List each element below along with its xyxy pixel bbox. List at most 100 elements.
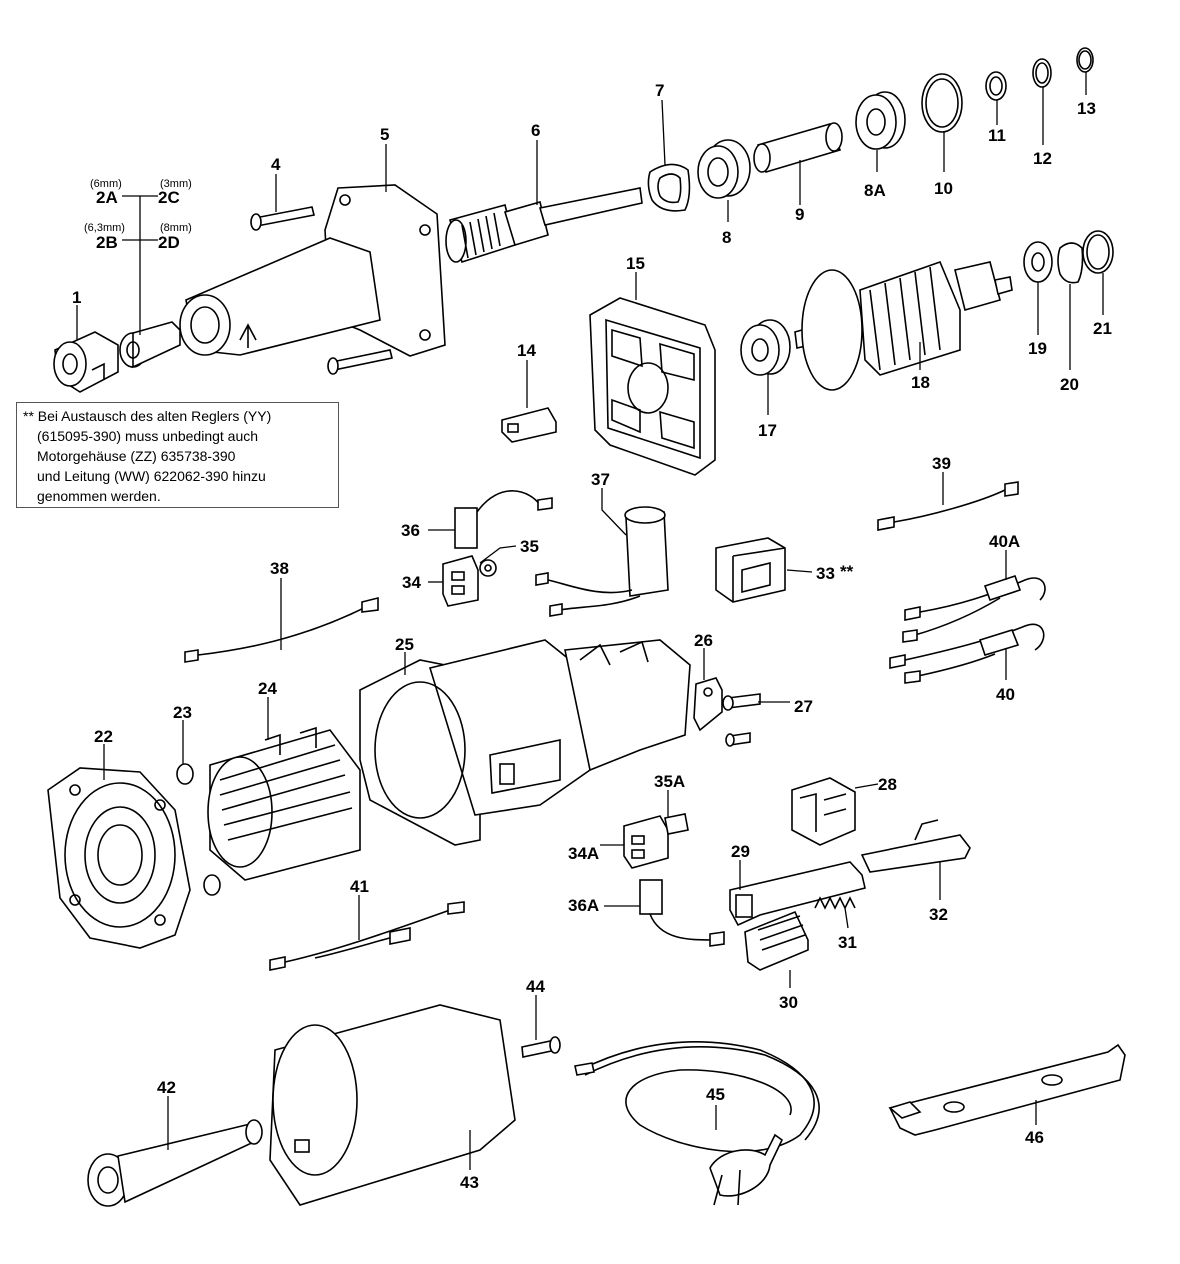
note-line-2: (615095-390) muss unbedingt auch (37, 428, 259, 444)
part-15-fan-baffle[interactable] (589, 297, 716, 476)
part-labels: (6mm) (3mm) (6,3mm) (8mm) 2A 2C 2B 2D 1 … (72, 81, 1112, 1192)
label-32: 32 (929, 905, 948, 924)
part-13-ring[interactable] (1076, 47, 1094, 73)
part-12-ring[interactable] (1032, 58, 1052, 88)
part-20-wave-washer[interactable] (1057, 242, 1084, 284)
part-43-cover[interactable] (269, 1004, 516, 1206)
label-12: 12 (1033, 149, 1052, 168)
part-45-power-cord[interactable] (574, 1041, 820, 1206)
part-29-actuator[interactable] (729, 861, 866, 927)
part-8-bearing[interactable] (697, 139, 751, 199)
label-23: 23 (173, 703, 192, 722)
label-6: 6 (531, 121, 540, 140)
note-line-1: ** Bei Austausch des alten Reglers (YY) (23, 408, 272, 424)
part-2-collet[interactable] (119, 321, 181, 369)
part-39-wire[interactable] (877, 481, 1019, 531)
part-40-wire[interactable] (889, 623, 1045, 684)
label-20: 20 (1060, 375, 1079, 394)
label-24: 24 (258, 679, 277, 698)
part-32-slider[interactable] (860, 819, 971, 873)
part-10-circlip[interactable] (921, 73, 963, 133)
label-41: 41 (350, 877, 369, 896)
size-2B: (6,3mm) (84, 222, 125, 234)
label-8: 8 (722, 228, 731, 247)
part-5-gear-housing[interactable] (179, 184, 446, 357)
label-11: 11 (988, 126, 1006, 145)
collet-bracket (122, 195, 158, 335)
part-9-sleeve[interactable] (753, 122, 843, 173)
label-17: 17 (758, 421, 777, 440)
part-30-switch-button[interactable] (744, 910, 809, 971)
label-35: 35 (520, 537, 539, 556)
label-28: 28 (878, 775, 897, 794)
label-34A: 34A (568, 844, 599, 863)
label-43: 43 (460, 1173, 479, 1192)
part-31-spring[interactable] (814, 896, 856, 910)
part-6-spindle[interactable] (445, 187, 643, 264)
label-27: 27 (794, 697, 813, 716)
label-38: 38 (270, 559, 289, 578)
label-2C: 2C (158, 188, 180, 207)
part-14-connector[interactable] (501, 407, 557, 443)
label-37: 37 (591, 470, 610, 489)
part-24-stator[interactable] (207, 726, 361, 881)
part-22-front-flange[interactable] (47, 767, 191, 949)
label-45: 45 (706, 1085, 725, 1104)
label-33: 33 (816, 564, 835, 583)
part-27-screws[interactable] (722, 693, 761, 747)
part-41-wire[interactable] (269, 901, 465, 971)
part-19-bearing[interactable] (1023, 241, 1053, 283)
label-13: 13 (1077, 99, 1096, 118)
part-44-screw[interactable] (521, 1036, 561, 1058)
note-line-3: Motorgehäuse (ZZ) 635738-390 (37, 448, 236, 464)
part-37-capacitor[interactable] (535, 506, 669, 617)
label-33-mark: ** (840, 562, 854, 581)
part-36A-carbon-brush[interactable] (639, 879, 725, 947)
label-9: 9 (795, 205, 804, 224)
label-34: 34 (402, 573, 421, 592)
label-7: 7 (655, 81, 664, 100)
part-38-wire[interactable] (184, 596, 379, 663)
part-11-ring[interactable] (985, 71, 1007, 101)
part-34A-brush-holder[interactable] (623, 813, 689, 869)
label-10: 10 (934, 179, 953, 198)
label-39: 39 (932, 454, 951, 473)
size-2C: (3mm) (160, 178, 192, 190)
label-31: 31 (838, 933, 857, 952)
part-7-wave-washer[interactable] (647, 163, 691, 212)
part-40A-wire[interactable] (902, 574, 1046, 643)
label-26: 26 (694, 631, 713, 650)
part-17-bearing[interactable] (740, 319, 791, 376)
part-35-spring[interactable] (479, 559, 497, 577)
label-4: 4 (271, 155, 281, 174)
label-29: 29 (731, 842, 750, 861)
part-25-motor-housing[interactable] (359, 639, 691, 846)
part-1-collet-nut[interactable] (53, 331, 119, 393)
replacement-note-box: ** Bei Austausch des alten Reglers (YY) … (16, 402, 339, 508)
label-25: 25 (395, 635, 414, 654)
label-21: 21 (1093, 319, 1112, 338)
part-42-handle[interactable] (87, 1119, 263, 1207)
size-2A: (6mm) (90, 178, 122, 190)
part-33-regulator[interactable] (715, 537, 786, 603)
part-36-carbon-brush[interactable] (454, 490, 553, 549)
label-15: 15 (626, 254, 645, 273)
label-19: 19 (1028, 339, 1047, 358)
label-2B: 2B (96, 233, 118, 252)
part-28-switch[interactable] (791, 777, 856, 846)
note-line-5: genommen werden. (37, 488, 161, 504)
label-14: 14 (517, 341, 536, 360)
part-8A-bearing[interactable] (855, 91, 906, 150)
part-21-ring[interactable] (1082, 230, 1114, 274)
label-46: 46 (1025, 1128, 1044, 1147)
part-18-armature[interactable] (794, 260, 1013, 391)
label-22: 22 (94, 727, 113, 746)
label-44: 44 (526, 977, 545, 996)
part-23-dowels[interactable] (176, 763, 221, 896)
label-8A: 8A (864, 181, 886, 200)
part-46-spanner[interactable] (888, 1043, 1126, 1136)
part-26-bracket[interactable] (693, 677, 723, 732)
part-34-brush-holder[interactable] (442, 555, 479, 607)
label-1: 1 (72, 288, 81, 307)
